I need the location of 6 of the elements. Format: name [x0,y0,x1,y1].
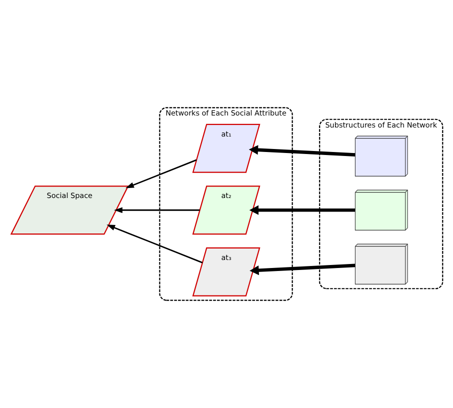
arrow [249,264,355,276]
arrow [114,207,200,214]
arrow [125,159,196,188]
arrow [248,205,355,215]
arrow [248,145,355,156]
arrow [106,224,202,264]
